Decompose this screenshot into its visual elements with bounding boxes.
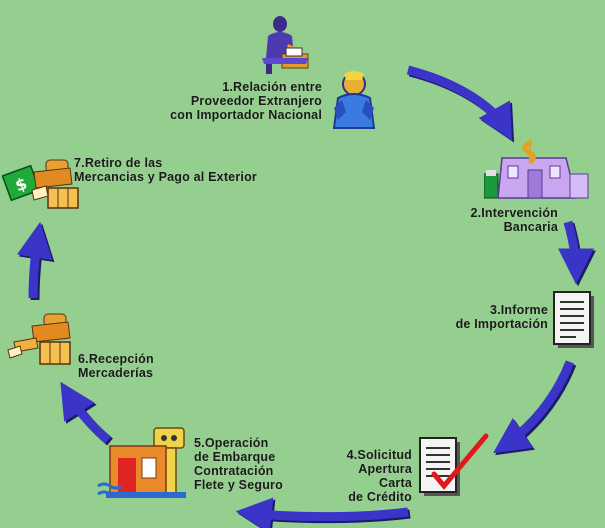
factory-shipping-icon <box>97 427 186 498</box>
step-5-line-1: 5.Operación <box>194 436 269 450</box>
credit-letter-document-icon <box>419 433 489 496</box>
step-1-line-2: Proveedor Extranjero <box>190 94 322 108</box>
step-6-line-1: 6.Recepción <box>78 352 154 366</box>
step-4-line-2: Apertura <box>358 462 412 476</box>
arrow-3-to-4 <box>493 360 575 454</box>
step-1-line-3: con Importador Nacional <box>170 108 322 122</box>
foreign-supplier-icon <box>332 71 376 129</box>
step-6-label: 6.Recepción Mercaderías <box>78 352 188 380</box>
step-4-line-3: Carta <box>379 476 412 490</box>
step-2-line-1: 2.Intervención <box>470 206 558 220</box>
step-1-line-1: 1.Relación entre <box>222 80 322 94</box>
arrow-5-to-6 <box>60 381 111 444</box>
step-4-line-4: de Crédito <box>348 490 412 504</box>
arrow-1-to-2 <box>406 65 513 141</box>
step-5-line-3: Contratación <box>194 464 274 478</box>
step-3-line-1: 3.Informe <box>489 303 548 317</box>
step-5-label: 5.Operación de Embarque Contratación Fle… <box>194 436 314 492</box>
step-5-line-4: Flete y Seguro <box>194 478 283 492</box>
payment-money-icon: $ <box>2 159 79 209</box>
step-4-line-1: 4.Solicitud <box>346 448 412 462</box>
step-1-label: 1.Relación entre Proveedor Extranjero co… <box>150 80 322 122</box>
import-report-document-icon <box>553 291 594 348</box>
step-4-label: 4.Solicitud Apertura Carta de Crédito <box>330 448 412 504</box>
step-3-label: 3.Informe de Importación <box>436 303 548 331</box>
arrow-4-to-5 <box>235 497 409 528</box>
step-6-line-2: Mercaderías <box>78 366 154 380</box>
step-3-line-2: de Importación <box>455 317 548 331</box>
importer-at-desk-icon <box>262 16 309 74</box>
step-7-label: 7.Retiro de las Mercancias y Pago al Ext… <box>74 156 284 184</box>
step-2-line-2: Bancaria <box>503 220 558 234</box>
arrow-6-to-7 <box>16 221 53 299</box>
step-7-line-1: 7.Retiro de las <box>74 156 163 170</box>
step-5-line-2: de Embarque <box>194 450 276 464</box>
step-7-line-2: Mercancias y Pago al Exterior <box>74 170 257 184</box>
bank-building-icon <box>484 140 589 199</box>
receiving-goods-icon <box>7 313 71 365</box>
arrow-2-to-3 <box>557 220 594 285</box>
step-2-label: 2.Intervención Bancaria <box>448 206 558 234</box>
